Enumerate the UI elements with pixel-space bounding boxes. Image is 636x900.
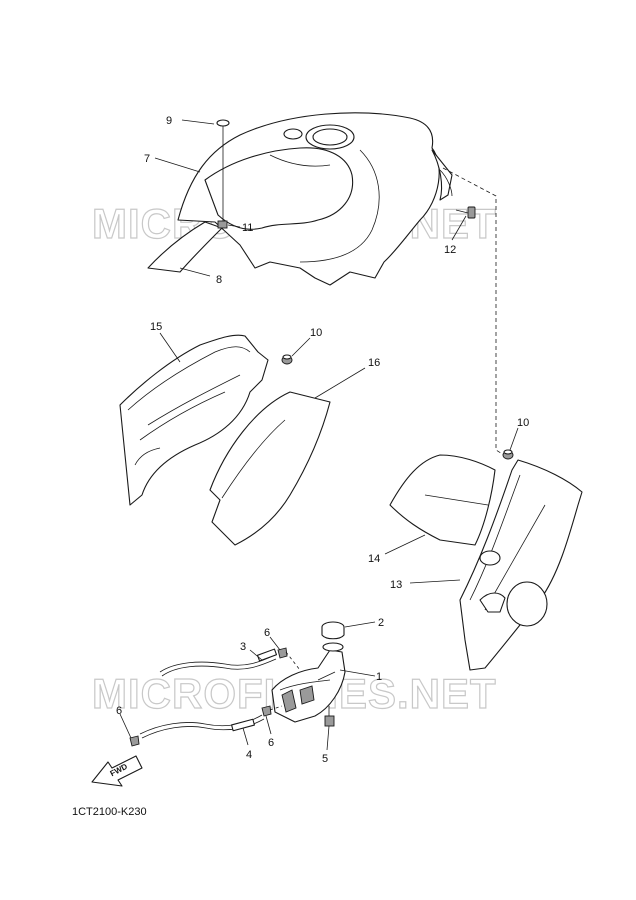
- left-pad-part-16: [209, 391, 331, 546]
- hose-part-3: [159, 648, 278, 677]
- tank-cover-part-7: [177, 112, 453, 286]
- callout-15: 15: [150, 321, 162, 333]
- clip-part-6-mid: [261, 705, 272, 717]
- bolt-part-5: [324, 706, 335, 727]
- callout-8: 8: [216, 274, 222, 286]
- callout-9: 9: [166, 115, 172, 127]
- hose-route-dashed-2: [269, 705, 283, 711]
- callout-12: 12: [444, 244, 456, 256]
- leader-lines: [119, 119, 519, 751]
- reservoir-tank-part-1: [271, 642, 346, 723]
- bolt-part-12: [455, 206, 476, 219]
- callout-10-right: 10: [517, 417, 529, 429]
- cap-part-2: [321, 621, 345, 640]
- clip-part-6-left: [129, 735, 140, 747]
- hose-route-dashed-1: [285, 651, 301, 671]
- pad-part-8: [147, 221, 223, 273]
- fwd-arrow-icon: FWD: [91, 755, 143, 787]
- right-side-panel-part-13: [459, 459, 583, 671]
- left-side-panel-part-15: [119, 334, 269, 506]
- callout-13: 13: [390, 579, 402, 591]
- assembly-dashed-line: [442, 167, 505, 456]
- callout-10-left: 10: [310, 327, 322, 339]
- hose-part-4: [139, 714, 265, 739]
- right-pad-part-14: [389, 454, 496, 546]
- callout-7: 7: [144, 153, 150, 165]
- screw-part-9: [216, 119, 230, 145]
- grommet-part-10-right: [502, 449, 514, 460]
- callout-5: 5: [322, 753, 328, 765]
- callout-2: 2: [378, 617, 384, 629]
- callout-6-left: 6: [116, 705, 122, 717]
- callout-16: 16: [368, 357, 380, 369]
- callout-3: 3: [240, 641, 246, 653]
- callout-6-top: 6: [264, 627, 270, 639]
- nut-part-11: [217, 145, 228, 229]
- callout-1: 1: [376, 671, 382, 683]
- callout-6-mid: 6: [268, 737, 274, 749]
- grommet-part-10-left: [281, 354, 293, 365]
- clip-part-6-top: [277, 647, 288, 659]
- callout-11: 11: [242, 222, 253, 234]
- callout-14: 14: [368, 553, 380, 565]
- callout-4: 4: [246, 749, 252, 761]
- diagram-code: 1CT2100-K230: [72, 806, 147, 818]
